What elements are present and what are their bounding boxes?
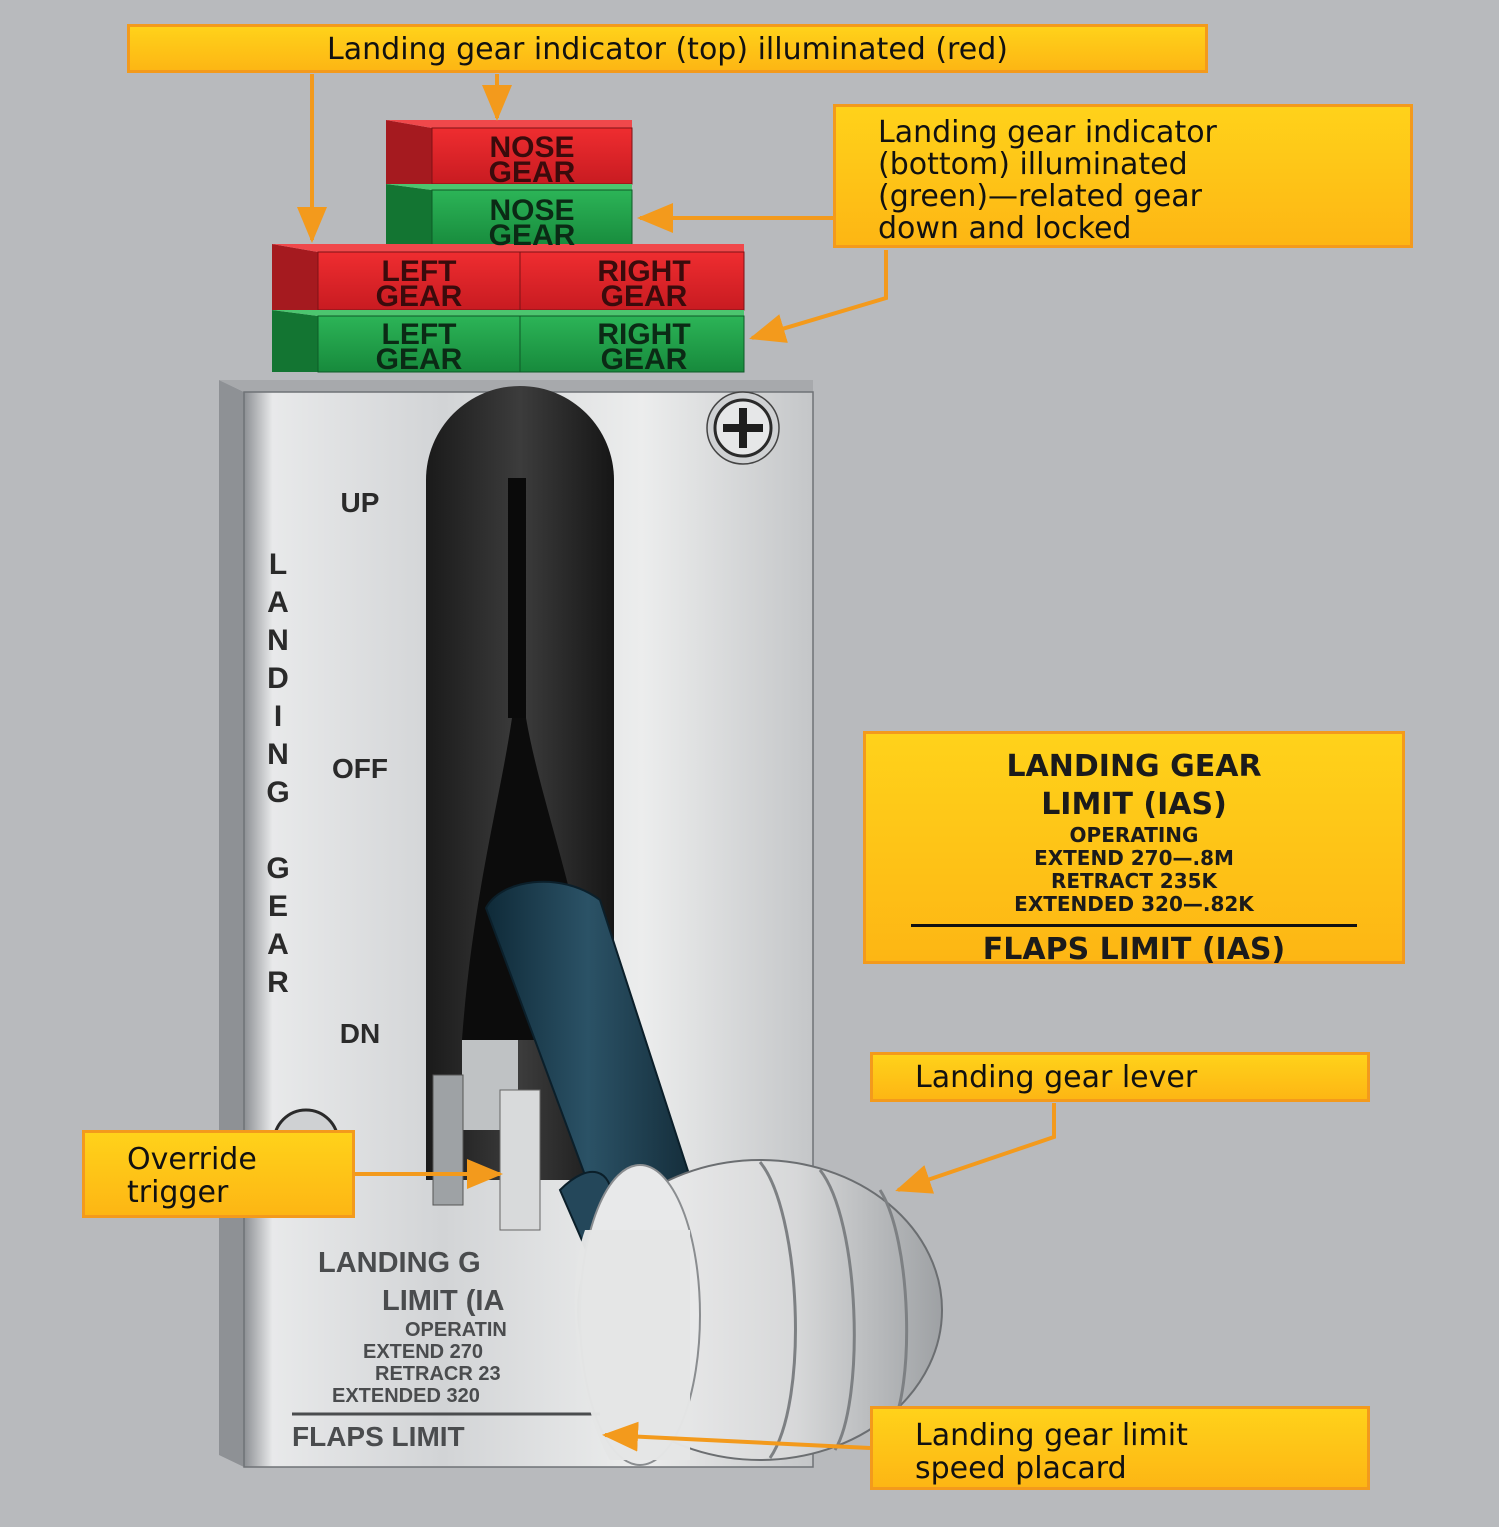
nose-gear-red-label-1: NOSE xyxy=(489,131,574,164)
side-letter: R xyxy=(267,966,289,999)
callout-placard-line: Landing gear limit xyxy=(915,1418,1188,1453)
left-gear-green-label-1: LEFT xyxy=(382,318,457,351)
callout-bottom-line: (green)—related gear xyxy=(878,179,1202,214)
left-gear-green-label-2: GEAR xyxy=(376,343,463,376)
limit-line-1: LANDING GEAR xyxy=(1006,749,1262,784)
side-letter: I xyxy=(274,700,282,733)
callout-bottom-line: Landing gear indicator xyxy=(878,115,1217,150)
callout-bottom-indicator: Landing gear indicator (bottom) illumina… xyxy=(833,104,1413,248)
limit-line-2: LIMIT (IAS) xyxy=(1041,787,1227,822)
side-letter: G xyxy=(266,776,289,809)
callout-override-line: Override xyxy=(127,1142,257,1177)
left-gear-indicator-green xyxy=(272,310,744,373)
limit-line-7: FLAPS LIMIT (IAS) xyxy=(982,932,1286,967)
right-gear-green-label-1: RIGHT xyxy=(597,318,690,351)
side-letter: N xyxy=(267,738,289,771)
position-up-label: UP xyxy=(341,487,380,518)
side-letter: E xyxy=(268,890,288,923)
right-gear-indicator-green xyxy=(519,315,745,373)
leader-arrows xyxy=(297,74,1056,1452)
callout-override-line: trigger xyxy=(127,1175,229,1210)
limit-line-3: OPERATING xyxy=(1069,823,1199,847)
panel-placard-line: RETRACR 23 xyxy=(375,1363,501,1385)
callout-placard-line: speed placard xyxy=(915,1451,1127,1486)
nose-gear-red-label-2: GEAR xyxy=(489,156,576,189)
nose-gear-green-label-2: GEAR xyxy=(489,219,576,252)
left-gear-indicator-red xyxy=(272,244,744,311)
panel-placard-line: EXTEND 270 xyxy=(363,1341,483,1363)
limit-line-5: RETRACT 235K xyxy=(1050,869,1218,893)
nose-gear-green-label-1: NOSE xyxy=(489,194,574,227)
left-gear-red-label-2: GEAR xyxy=(376,280,463,313)
panel-placard-line: FLAPS LIMIT xyxy=(292,1421,465,1452)
callout-bottom-line: down and locked xyxy=(878,211,1132,246)
panel-placard-line: LANDING G xyxy=(318,1247,481,1279)
nose-gear-indicator-green xyxy=(386,184,633,249)
side-letter: L xyxy=(269,548,287,581)
right-gear-indicator-red xyxy=(519,251,745,311)
limit-line-6: EXTENDED 320—.82K xyxy=(1014,892,1254,916)
left-gear-red-label-1: LEFT xyxy=(382,255,457,288)
side-letter: D xyxy=(267,662,289,695)
position-off-label: OFF xyxy=(332,753,388,784)
callout-override: Override trigger xyxy=(82,1130,355,1218)
side-letter: G xyxy=(266,852,289,885)
position-dn-label: DN xyxy=(340,1018,380,1049)
callout-lever: Landing gear lever xyxy=(870,1052,1370,1102)
callout-lever-text: Landing gear lever xyxy=(915,1060,1198,1095)
right-gear-green-label-2: GEAR xyxy=(601,343,688,376)
panel-placard-line: LIMIT (IA xyxy=(382,1285,504,1317)
right-gear-red-label-1: RIGHT xyxy=(597,255,690,288)
callout-placard: Landing gear limit speed placard xyxy=(870,1406,1370,1490)
callout-top-indicator: Landing gear indicator (top) illuminated… xyxy=(127,24,1208,73)
limit-line-4: EXTEND 270—.8M xyxy=(1034,846,1234,870)
right-gear-red-label-2: GEAR xyxy=(601,280,688,313)
callout-top-indicator-text: Landing gear indicator (top) illuminated… xyxy=(327,32,1008,67)
panel-placard-line: OPERATIN xyxy=(405,1319,507,1341)
panel-placard-line: EXTENDED 320 xyxy=(332,1385,480,1407)
limit-divider xyxy=(911,924,1357,927)
nose-gear-indicator-red xyxy=(386,120,633,185)
side-letter: A xyxy=(267,586,289,619)
side-letter: N xyxy=(267,624,289,657)
landing-gear-limit-placard: LANDING GEAR LIMIT (IAS) OPERATING EXTEN… xyxy=(863,731,1405,967)
side-letter: A xyxy=(267,928,289,961)
screw-icon xyxy=(706,391,780,465)
callout-bottom-line: (bottom) illuminated xyxy=(878,147,1188,182)
